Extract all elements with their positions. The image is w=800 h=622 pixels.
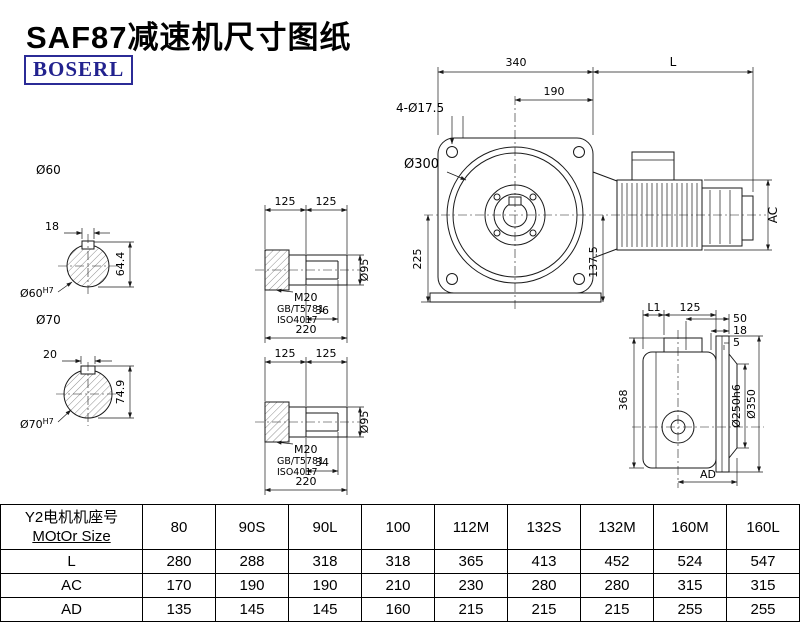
dim-holes: 4-Ø17.5 bbox=[396, 101, 444, 115]
dim-74-9: 74.9 bbox=[114, 380, 127, 405]
column-header: 160L bbox=[726, 504, 800, 550]
table-cell: 255 bbox=[726, 597, 800, 622]
dim-key18: 18 bbox=[45, 220, 59, 233]
dim-340: 340 bbox=[506, 56, 527, 69]
row-label: AC bbox=[0, 573, 143, 598]
dim-18-side: 18 bbox=[733, 324, 747, 337]
table-cell: 288 bbox=[215, 549, 289, 574]
table-cell: 215 bbox=[507, 597, 581, 622]
dim-50: 50 bbox=[733, 312, 747, 325]
dim-137: 137.5 bbox=[587, 246, 600, 278]
table-cell: 452 bbox=[580, 549, 654, 574]
table-cell: 280 bbox=[507, 573, 581, 598]
dim-220-d1: 220 bbox=[296, 323, 317, 336]
dim-d95-d2: Ø95 bbox=[358, 411, 371, 434]
column-header: 112M bbox=[434, 504, 508, 550]
page-title: SAF87减速机尺寸图纸 bbox=[26, 20, 352, 55]
motor-size-header-cn: Y2电机机座号 bbox=[24, 508, 119, 526]
table-cell: 315 bbox=[653, 573, 727, 598]
dim-125b-d2: 125 bbox=[316, 347, 337, 360]
table-cell: 190 bbox=[288, 573, 362, 598]
row-label: AD bbox=[0, 597, 143, 622]
dim-L: L bbox=[670, 55, 677, 69]
table-cell: 210 bbox=[361, 573, 435, 598]
dim-L1: L1 bbox=[647, 301, 660, 314]
table-header-row: Y2电机机座号 MOtOr Size 80 90S 90L 100 112M 1… bbox=[0, 504, 800, 550]
label-iso-d2: ISO4017 bbox=[277, 467, 318, 478]
label-iso-d1: ISO4017 bbox=[277, 315, 318, 326]
dim-220-d2: 220 bbox=[296, 475, 317, 488]
side-view-dimensions: L1 125 50 18 5 368 Ø250h6 Ø350 AD bbox=[617, 301, 763, 486]
table-cell: 145 bbox=[215, 597, 289, 622]
table-cell: 215 bbox=[580, 597, 654, 622]
dim-d95-d1: Ø95 bbox=[358, 259, 371, 282]
dim-34: 34 bbox=[315, 456, 329, 469]
table-cell: 280 bbox=[142, 549, 216, 574]
motor-size-header: Y2电机机座号 MOtOr Size bbox=[0, 504, 143, 550]
shaft-detail-2: 125 125 M20 GB/T5781 ISO4017 34 220 Ø95 bbox=[255, 347, 371, 495]
column-header: 90S bbox=[215, 504, 289, 550]
dim-d250h6: Ø250h6 bbox=[730, 384, 743, 428]
shaft-detail-1: 125 125 M20 GB/T5781 ISO4017 36 220 Ø95 bbox=[255, 195, 371, 343]
front-view-dimensions: 340 L 190 4-Ø17.5 Ø300 225 137.5 AC bbox=[396, 55, 780, 303]
shaft-section-60: Ø60 18 64.4 Ø60H7 bbox=[20, 163, 134, 300]
table-cell: 160 bbox=[361, 597, 435, 622]
boserl-logo: BOSERL bbox=[24, 55, 134, 85]
technical-drawing: 340 L 190 4-Ø17.5 Ø300 225 137.5 AC bbox=[20, 55, 780, 495]
table-cell: 135 bbox=[142, 597, 216, 622]
dim-225: 225 bbox=[411, 249, 424, 270]
table-cell: 413 bbox=[507, 549, 581, 574]
dim-AD: AD bbox=[700, 468, 716, 481]
table-cell: 280 bbox=[580, 573, 654, 598]
table-row-L: L 280 288 318 318 365 413 452 524 547 bbox=[0, 549, 800, 574]
table-cell: 365 bbox=[434, 549, 508, 574]
front-view bbox=[424, 96, 766, 312]
table-cell: 318 bbox=[361, 549, 435, 574]
dim-190: 190 bbox=[544, 85, 565, 98]
table-cell: 230 bbox=[434, 573, 508, 598]
dim-125a-d2: 125 bbox=[275, 347, 296, 360]
table-cell: 524 bbox=[653, 549, 727, 574]
shaft-section-70: Ø70 20 74.9 Ø70H7 bbox=[20, 313, 134, 431]
table-cell: 547 bbox=[726, 549, 800, 574]
dim-d300: Ø300 bbox=[404, 157, 439, 172]
label-fit70: Ø70H7 bbox=[20, 417, 54, 431]
dim-368: 368 bbox=[617, 390, 630, 411]
row-label: L bbox=[0, 549, 143, 574]
label-fit60: Ø60H7 bbox=[20, 286, 54, 300]
label-dia70: Ø70 bbox=[36, 313, 61, 327]
label-m20-d2: M20 bbox=[294, 443, 318, 456]
label-gb-d1: GB/T5781 bbox=[277, 304, 324, 315]
table-cell: 170 bbox=[142, 573, 216, 598]
column-header: 80 bbox=[142, 504, 216, 550]
column-header: 132M bbox=[580, 504, 654, 550]
side-view bbox=[632, 330, 764, 488]
label-dia60: Ø60 bbox=[36, 163, 61, 177]
table-cell: 255 bbox=[653, 597, 727, 622]
dim-125b-d1: 125 bbox=[316, 195, 337, 208]
label-gb-d2: GB/T5781 bbox=[277, 456, 324, 467]
dim-125-side: 125 bbox=[680, 301, 701, 314]
dimension-table: Y2电机机座号 MOtOr Size 80 90S 90L 100 112M 1… bbox=[0, 504, 800, 622]
dim-64-4: 64.4 bbox=[114, 252, 127, 277]
dim-5: 5 bbox=[733, 336, 740, 349]
table-cell: 190 bbox=[215, 573, 289, 598]
table-row-AD: AD 135 145 145 160 215 215 215 255 255 bbox=[0, 597, 800, 622]
dim-125a-d1: 125 bbox=[275, 195, 296, 208]
table-cell: 318 bbox=[288, 549, 362, 574]
dim-AC: AC bbox=[766, 207, 780, 223]
table-cell: 145 bbox=[288, 597, 362, 622]
label-m20-d1: M20 bbox=[294, 291, 318, 304]
column-header: 90L bbox=[288, 504, 362, 550]
table-cell: 315 bbox=[726, 573, 800, 598]
table-row-AC: AC 170 190 190 210 230 280 280 315 315 bbox=[0, 573, 800, 598]
dim-d350: Ø350 bbox=[745, 389, 758, 419]
table-cell: 215 bbox=[434, 597, 508, 622]
dim-key20: 20 bbox=[43, 348, 57, 361]
motor-size-header-en: MOtOr Size bbox=[32, 528, 111, 546]
column-header: 100 bbox=[361, 504, 435, 550]
column-header: 160M bbox=[653, 504, 727, 550]
column-header: 132S bbox=[507, 504, 581, 550]
dim-36: 36 bbox=[315, 304, 329, 317]
